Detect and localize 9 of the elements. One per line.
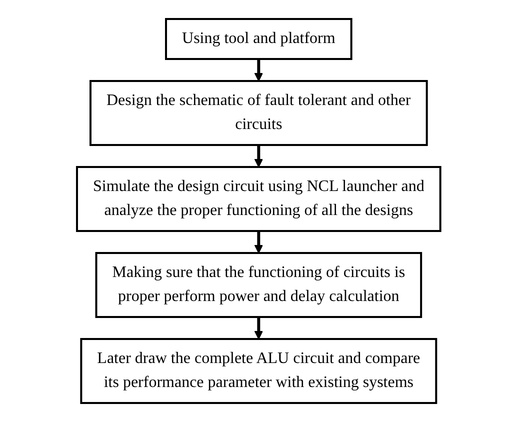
node-box: Later draw the complete ALU circuit and compare its performance parameter with existing systems <box>80 338 437 404</box>
node-box: Making sure that the functioning of circuits is proper perform power and delay calculation <box>95 252 422 318</box>
arrow <box>254 230 263 253</box>
node-box: Using tool and platform <box>164 18 352 60</box>
node-box: Design the schematic of fault tolerant and other circuits <box>89 80 428 146</box>
arrow <box>254 144 263 167</box>
node-box: Simulate the design circuit using NCL launcher and analyze the proper functioning of all the designs <box>76 166 442 232</box>
arrow <box>254 316 263 339</box>
arrow <box>254 58 263 81</box>
